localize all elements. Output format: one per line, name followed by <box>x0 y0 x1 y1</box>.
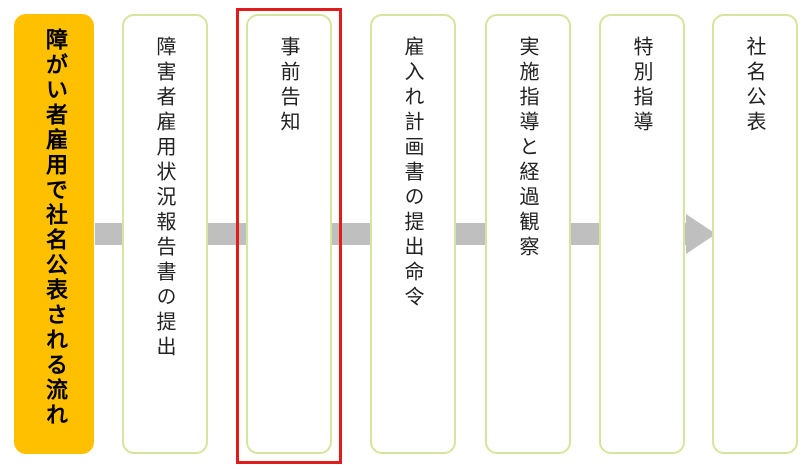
step-box-4: 実施指導と経過観察 <box>485 14 571 454</box>
flow-title: 障がい者雇用で社名公表される流れ <box>42 28 67 428</box>
flow-title-box: 障がい者雇用で社名公表される流れ <box>14 14 94 454</box>
step-box-1: 障害者雇用状況報告書の提出 <box>122 14 208 454</box>
step-box-5: 特別指導 <box>599 14 685 454</box>
step-label-4: 実施指導と経過観察 <box>516 36 540 261</box>
flow-arrow-head <box>686 214 716 254</box>
step-label-5: 特別指導 <box>630 36 654 136</box>
step-box-6: 社名公表 <box>712 14 798 454</box>
step-label-2: 事前告知 <box>277 36 301 136</box>
step-box-2: 事前告知 <box>246 14 332 454</box>
step-label-3: 雇入れ計画書の提出命令 <box>401 36 425 311</box>
step-label-6: 社名公表 <box>743 36 767 136</box>
step-label-1: 障害者雇用状況報告書の提出 <box>153 36 177 361</box>
step-box-3: 雇入れ計画書の提出命令 <box>370 14 456 454</box>
